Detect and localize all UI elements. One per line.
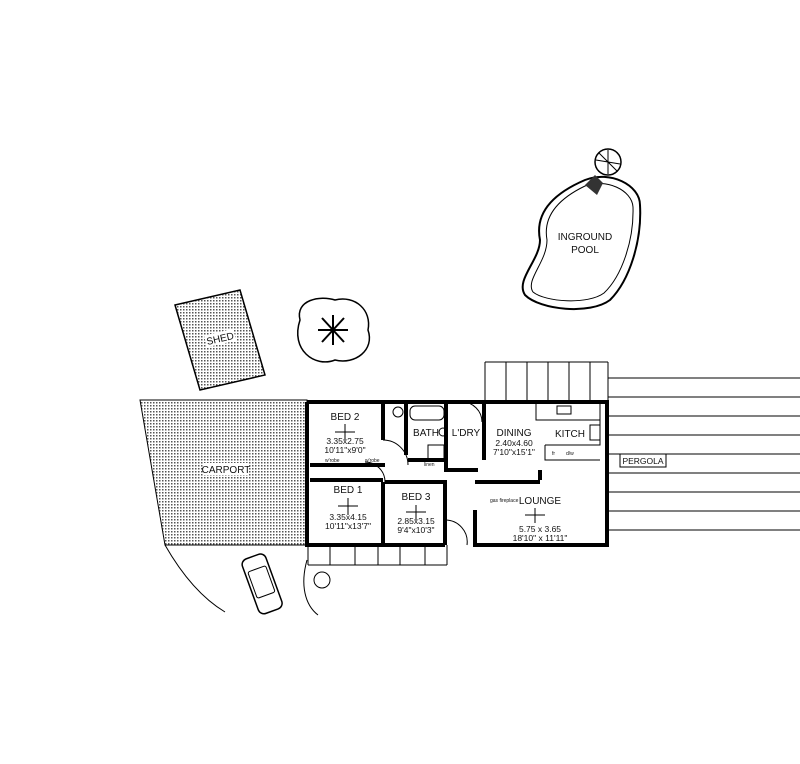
carport-label: CARPORT (202, 465, 251, 476)
room-name: BED 3 (402, 492, 431, 503)
room-imperial: 10'11"x9'0" (324, 445, 365, 455)
linen-label: linen (424, 462, 435, 468)
room-laundry: L'DRY (452, 428, 481, 439)
pergola-label: PERGOLA (622, 456, 663, 466)
room-imperial: 7'10"x15'1" (493, 447, 535, 457)
room-metric: 2.85x3.15 (397, 516, 435, 526)
room-bed3: BED 3 2.85x3.15 9'4"x10'3" (397, 492, 435, 535)
room-name: LOUNGE (519, 496, 562, 507)
shower-icon (427, 444, 445, 460)
room-bed1: BED 1 3.35x4.15 10'11"x13'7" (325, 485, 371, 531)
room-metric: 5.75 x 3.65 (519, 524, 561, 534)
tree-icon (297, 297, 371, 363)
car-icon (241, 553, 283, 615)
room-bath: BATH (413, 428, 439, 439)
stove-icon (556, 405, 572, 415)
room-kitchen: KITCH (555, 429, 585, 440)
toilet-icon (392, 406, 404, 418)
inground-pool: INGROUND POOL (521, 148, 642, 311)
room-bed2: BED 2 3.35x2.75 10'11"x9'0" (324, 412, 365, 455)
wrobe-label: w'robe (325, 458, 340, 464)
pool-label-1: INGROUND (558, 232, 612, 243)
shed: SHED (174, 289, 266, 391)
room-metric: 3.35x4.15 (329, 512, 367, 522)
basin-icon (438, 427, 448, 437)
room-dining: DINING 2.40x4.60 7'10"x15'1" (493, 428, 535, 457)
sink-icon (589, 424, 601, 441)
room-imperial: 9'4"x10'3" (397, 525, 434, 535)
bathtub-icon (409, 405, 445, 421)
house (305, 400, 609, 547)
room-name: DINING (497, 428, 532, 439)
fireplace-label: gas fireplace (490, 498, 519, 504)
kitchen-bench (535, 404, 601, 461)
pool-label-2: POOL (571, 245, 599, 256)
room-metric: 2.40x4.60 (495, 438, 533, 448)
room-name: BED 1 (334, 485, 363, 496)
dishwasher-label: d/w (566, 451, 574, 457)
wrobe-label: w'robe (365, 458, 380, 464)
room-lounge: LOUNGE 5.75 x 3.65 18'10" x 11'11" (513, 496, 568, 543)
room-imperial: 18'10" x 11'11" (513, 533, 568, 543)
pergola: PERGOLA (484, 361, 800, 545)
rock-icon (585, 175, 603, 195)
room-name: BED 2 (331, 412, 360, 423)
carport: CARPORT (139, 399, 319, 616)
fridge-label: fr (552, 451, 555, 457)
room-metric: 3.35x2.75 (326, 436, 364, 446)
shrub-icon (313, 571, 331, 589)
room-imperial: 10'11"x13'7" (325, 521, 371, 531)
